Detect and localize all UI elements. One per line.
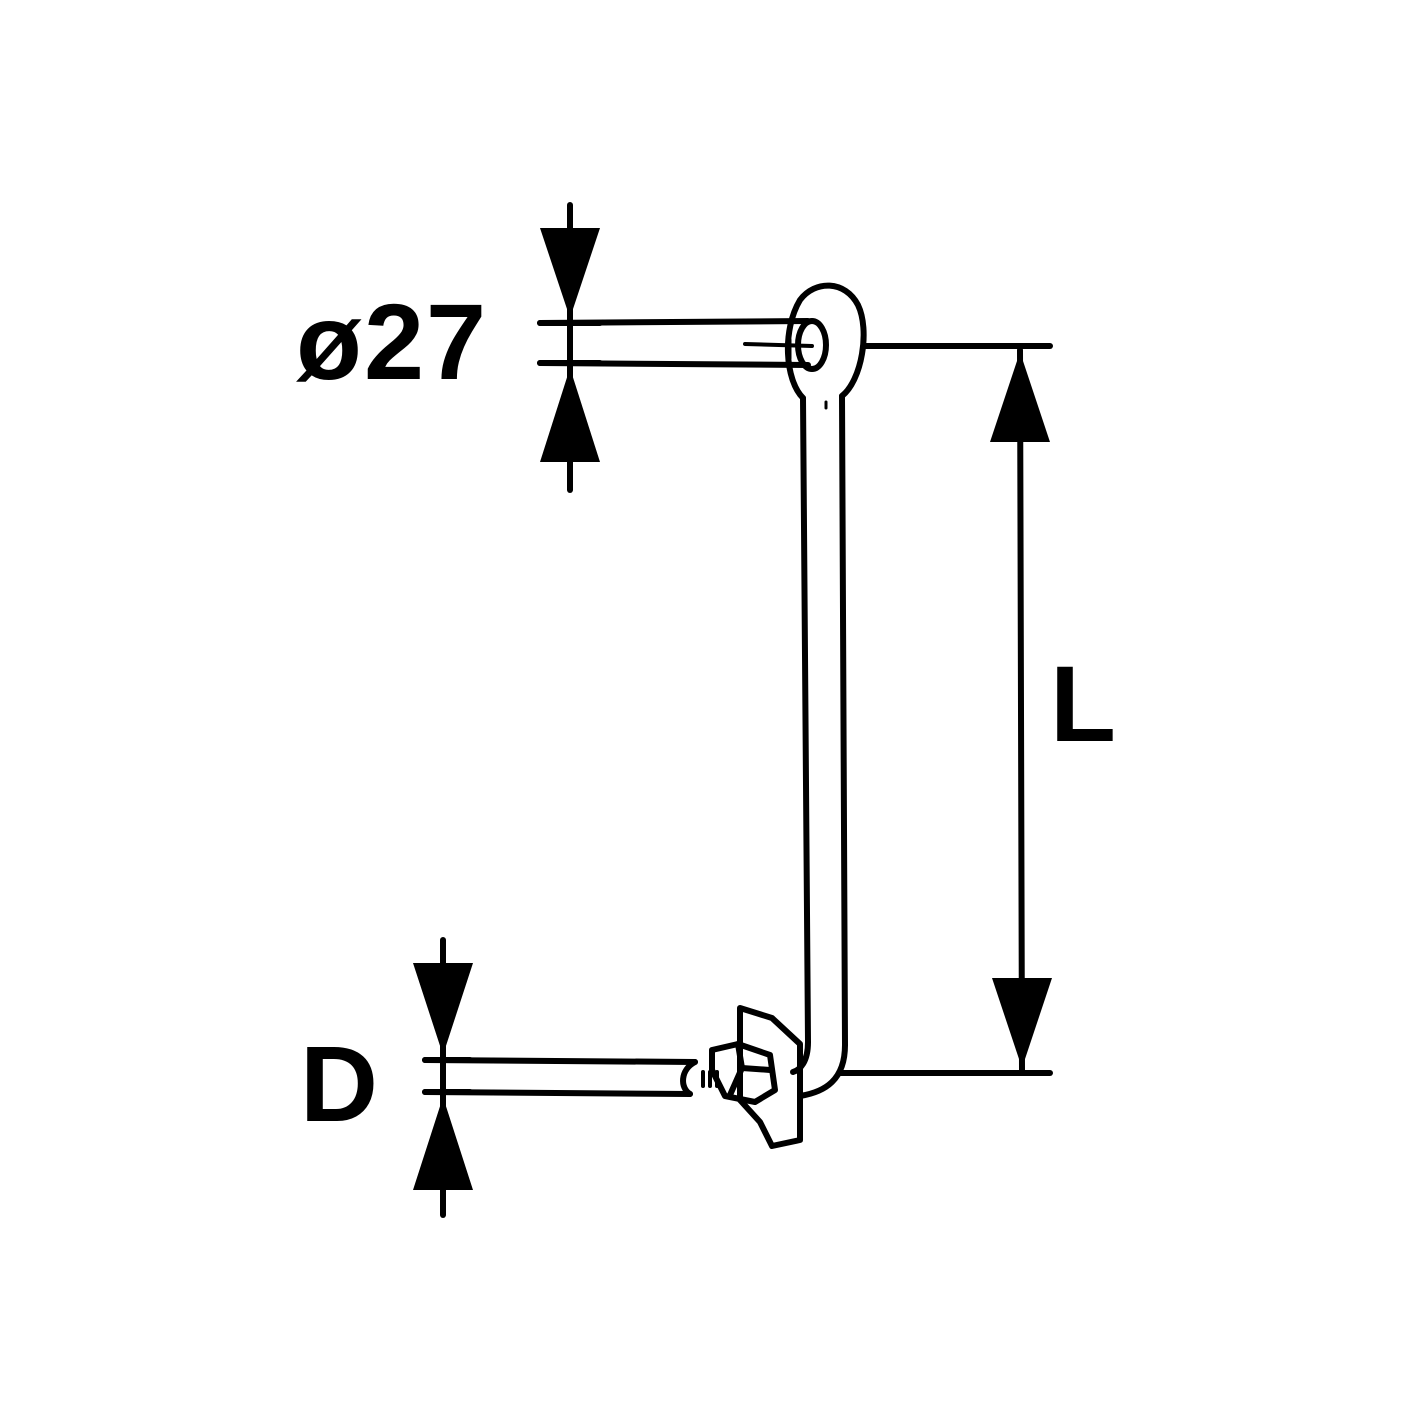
- diameter-label: ø27: [296, 281, 489, 402]
- eye-loop: [743, 282, 867, 410]
- vertical-rod: [790, 393, 848, 1099]
- d-dimension-arrows: [413, 937, 473, 1218]
- nut-washer: [709, 1005, 803, 1149]
- diameter-dimension-arrows: [540, 202, 600, 493]
- extension-lines: [422, 320, 1053, 1095]
- l-dimension-arrow: [990, 347, 1052, 1073]
- d-label: D: [300, 1023, 378, 1144]
- l-label: L: [1050, 643, 1116, 764]
- lower-rod: [422, 1057, 719, 1097]
